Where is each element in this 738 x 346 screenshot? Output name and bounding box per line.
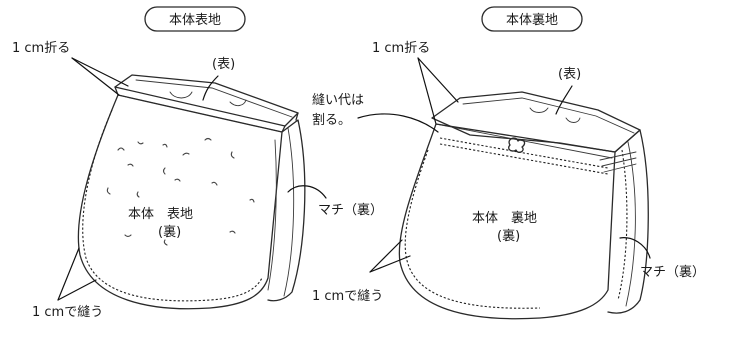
right-sew-leader-1 bbox=[369, 239, 403, 273]
right-fold-label: 1 cm折る bbox=[372, 41, 430, 56]
left-cuff-outer bbox=[114, 74, 299, 127]
left-sew-leader-2 bbox=[57, 279, 97, 301]
left-rim-curve-2 bbox=[229, 99, 247, 107]
right-seam-dash-2 bbox=[439, 143, 609, 175]
right-seam-leader bbox=[357, 113, 439, 133]
left-rim-curve-1 bbox=[169, 91, 193, 99]
left-gusset-outline bbox=[267, 119, 306, 302]
left-body-label-1: 本体 表地 bbox=[128, 207, 193, 222]
right-surface-leader bbox=[555, 85, 573, 115]
right-side-stitch-marks bbox=[599, 151, 637, 173]
right-title: 本体裏地 bbox=[506, 13, 558, 28]
right-seam-label-1: 縫い代は bbox=[312, 93, 364, 108]
right-title-frame bbox=[481, 6, 583, 32]
right-seam-dash-1 bbox=[439, 137, 609, 169]
right-sew-label: 1 cmで縫う bbox=[312, 289, 383, 304]
left-gusset-fold bbox=[283, 127, 295, 297]
left-gusset-seam bbox=[267, 139, 277, 291]
left-bag-drawing bbox=[77, 74, 306, 310]
right-rim-curve-2 bbox=[565, 117, 581, 123]
left-cuff-inner-line bbox=[135, 79, 293, 118]
right-gusset-stitch bbox=[617, 149, 628, 301]
right-fold-leader-1 bbox=[417, 57, 459, 103]
right-sew-leader-2 bbox=[369, 255, 411, 273]
left-body-label-2: (裏) bbox=[158, 225, 181, 240]
left-fold-leader-2 bbox=[71, 57, 120, 96]
left-title: 本体表地 bbox=[169, 13, 221, 28]
right-gusset-leader bbox=[619, 237, 651, 259]
right-gusset-outline bbox=[607, 129, 649, 314]
left-title-frame bbox=[144, 6, 246, 32]
right-bag-drawing bbox=[398, 91, 649, 320]
left-panel: 本体表地 bbox=[12, 6, 383, 320]
left-surface-leader bbox=[202, 75, 219, 101]
right-seam-label-2: 割る。 bbox=[312, 112, 351, 128]
left-gusset-label: マチ（裏） bbox=[318, 203, 383, 218]
right-fold-leader-2 bbox=[417, 57, 437, 125]
right-gusset-fold bbox=[625, 141, 636, 307]
left-gusset-leader bbox=[287, 185, 327, 199]
left-fabric-pattern bbox=[106, 137, 255, 246]
left-fold-leader-1 bbox=[71, 57, 129, 87]
right-body-label-1: 本体 裏地 bbox=[472, 211, 537, 226]
right-body-outline bbox=[398, 123, 616, 320]
right-stitch-line bbox=[404, 149, 541, 309]
left-stitch-line bbox=[82, 109, 263, 302]
left-sew-label: 1 cmで縫う bbox=[32, 305, 103, 320]
right-panel: 本体裏地 1 cm折る bbox=[312, 6, 705, 320]
right-body-label-2: (裏) bbox=[497, 229, 520, 244]
right-rim-curve bbox=[529, 107, 549, 113]
left-surface-label: (表) bbox=[212, 57, 235, 72]
right-knot bbox=[508, 137, 526, 153]
right-surface-label: (表) bbox=[558, 67, 581, 82]
left-fold-label: 1 cm折る bbox=[12, 41, 70, 56]
left-sew-leader-1 bbox=[57, 247, 80, 301]
left-body-outline bbox=[77, 94, 283, 310]
right-gusset-label: マチ（裏） bbox=[640, 265, 705, 280]
